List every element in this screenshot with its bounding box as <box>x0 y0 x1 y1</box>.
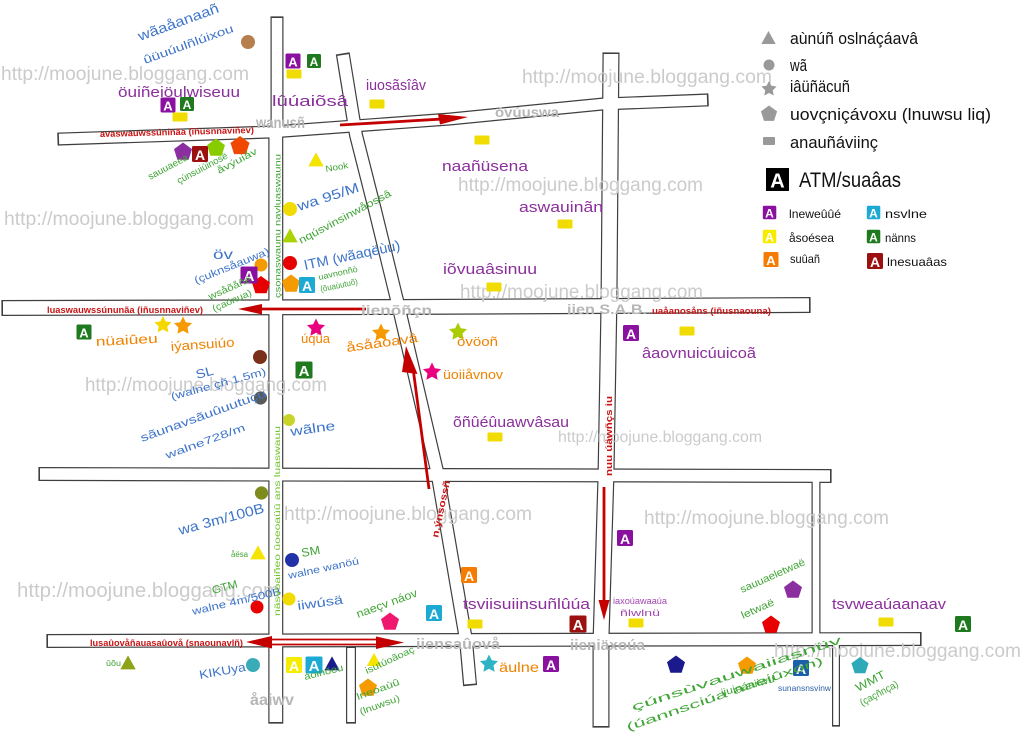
svg-text:http://moojune.bloggang.com: http://moojune.bloggang.com <box>1 64 249 85</box>
svg-text:övöoñ: övöoñ <box>457 334 498 349</box>
svg-text:üoiiåvnov: üoiiåvnov <box>443 367 504 382</box>
svg-text:A: A <box>958 617 968 633</box>
svg-text:anauñáviinç: anauñáviinç <box>790 133 878 152</box>
svg-text:lusaûovåñauasaûovå (snaounavlñ: lusaûovåñauasaûovå (snaounavlñ) <box>90 638 243 648</box>
svg-text:úqüa: úqüa <box>301 331 331 346</box>
svg-text:nsvlne: nsvlne <box>885 207 927 221</box>
svg-text:A: A <box>626 326 636 342</box>
svg-text:sunansnsvinw: sunansnsvinw <box>778 683 832 693</box>
svg-text:A: A <box>288 54 298 69</box>
svg-text:A: A <box>244 268 255 285</box>
svg-text:äulne: äulne <box>499 660 539 675</box>
svg-text:lûúaiõsâ: lûúaiõsâ <box>272 94 349 110</box>
svg-text:naañüsena: naañüsena <box>442 158 529 175</box>
svg-text:âaovnuicúuicoã: âaovnuicúuicoã <box>642 345 757 362</box>
svg-text:A: A <box>429 606 439 622</box>
svg-text:A: A <box>620 531 630 547</box>
svg-text:A: A <box>765 230 774 244</box>
svg-text:A: A <box>869 230 878 244</box>
svg-text:öuiñeiöulwiseuu: öuiñeiöulwiseuu <box>118 85 240 101</box>
svg-text:uovçniçávoxu (lnuwsu liq): uovçniçávoxu (lnuwsu liq) <box>790 105 991 124</box>
svg-text:ñlwlnü: ñlwlnü <box>620 608 660 618</box>
svg-text:iâüñäcuñ: iâüñäcuñ <box>790 77 850 96</box>
svg-text:çsonaswaunu navluaswaunu: çsonaswaunu navluaswaunu <box>273 154 283 298</box>
svg-text:iõvuaâsinuu: iõvuaâsinuu <box>443 261 537 278</box>
svg-text:A: A <box>79 325 89 340</box>
svg-text:iýansuiúo: iýansuiúo <box>170 335 235 354</box>
svg-text:A: A <box>309 658 320 675</box>
svg-text:iaxoúawaaúa: iaxoúawaaúa <box>613 596 667 606</box>
svg-text:öv: öv <box>213 246 233 262</box>
svg-text:åaiwv: åaiwv <box>250 691 294 709</box>
svg-text:tsvweaúaanaav: tsvweaúaanaav <box>832 596 947 613</box>
svg-text:iiensaûovå: iiensaûovå <box>416 636 501 653</box>
svg-text:http://moojune.bloggang.com: http://moojune.bloggang.com <box>85 375 327 396</box>
svg-text:näsvoaiñeo ûoeoaüû ans luaswau: näsvoaiñeo ûoeoaüû ans luaswauu <box>272 426 282 616</box>
svg-text:iieniäxoúa: iieniäxoúa <box>570 637 646 654</box>
svg-text:A: A <box>464 568 474 584</box>
svg-text:A: A <box>302 278 312 294</box>
svg-text:http://moojune.bloggang.com: http://moojune.bloggang.com <box>644 508 889 529</box>
svg-text:avaswauwssúninãa (iñusnnaviñev: avaswauwssúninãa (iñusnnaviñev) <box>100 125 254 139</box>
svg-text:A: A <box>195 147 205 163</box>
svg-text:A: A <box>546 657 556 673</box>
svg-text:A: A <box>796 661 806 677</box>
svg-text:aswauinãn: aswauinãn <box>519 199 603 216</box>
svg-text:A: A <box>766 253 776 268</box>
svg-text:nüaiûeu: nüaiûeu <box>95 331 158 349</box>
svg-text:wãlne: wãlne <box>288 418 336 439</box>
svg-text:http://moojune.bloggang.com: http://moojune.bloggang.com <box>284 504 532 525</box>
svg-text:A: A <box>299 363 310 380</box>
svg-text:A: A <box>573 617 584 634</box>
svg-text:åësa: åësa <box>231 549 248 559</box>
svg-text:iuosãsîâv: iuosãsîâv <box>366 78 427 94</box>
svg-text:http://moojune.bloggang.com: http://moojune.bloggang.com <box>522 67 772 88</box>
svg-text:SL: SL <box>194 364 215 382</box>
svg-text:Nook: Nook <box>325 160 350 174</box>
svg-text:SM: SM <box>300 543 321 560</box>
svg-text:nuu úäwñçs iu: nuu úäwñçs iu <box>604 396 615 476</box>
svg-text:A: A <box>869 206 878 220</box>
svg-text:http://moojune.bloggang.com: http://moojune.bloggang.com <box>17 580 280 602</box>
svg-text:A: A <box>183 98 192 112</box>
svg-text:A: A <box>770 171 784 193</box>
svg-text:åsoésea: åsoésea <box>789 231 834 245</box>
svg-text:lneweûûé: lneweûûé <box>789 207 841 221</box>
svg-text:luaswauwssúnunãa (iñusnnaviñev: luaswauwssúnunãa (iñusnnaviñev) <box>47 305 203 315</box>
svg-text:A: A <box>163 98 173 113</box>
svg-text:http://moojune.bloggang.com: http://moojune.bloggang.com <box>558 429 762 446</box>
svg-text:wanusñ: wanusñ <box>255 115 305 132</box>
svg-text:http://moojune.bloggang.com: http://moojune.bloggang.com <box>458 175 703 196</box>
svg-text:http://moojune.bloggang.com: http://moojune.bloggang.com <box>774 641 1021 662</box>
svg-text:iiwúsä: iiwúsä <box>296 593 344 613</box>
svg-text:ûõu: ûõu <box>106 658 121 668</box>
svg-text:A: A <box>765 206 774 220</box>
svg-text:lnesuaâas: lnesuaâas <box>887 255 947 269</box>
svg-text:A: A <box>870 254 880 270</box>
svg-text:nänns: nänns <box>885 231 916 245</box>
svg-text:A: A <box>310 55 319 69</box>
svg-text:tsviisuiinsuñlûúa: tsviisuiinsuñlûúa <box>463 596 591 613</box>
svg-text:http://moojune.bloggang.com: http://moojune.bloggang.com <box>460 282 703 303</box>
svg-text:ATM/suaâas: ATM/suaâas <box>799 169 901 192</box>
svg-text:uaåanosåns (iñusnaouna): uaåanosåns (iñusnaouna) <box>652 306 771 316</box>
svg-text:aùnúñ oslnáçáavâ: aùnúñ oslnáçáavâ <box>790 29 918 48</box>
svg-text:http://moojune.bloggang.com: http://moojune.bloggang.com <box>4 209 254 230</box>
svg-text:iienõñçn: iienõñçn <box>361 302 432 318</box>
svg-text:A: A <box>289 658 299 674</box>
svg-text:wã: wã <box>789 56 807 75</box>
svg-text:õñûéûuawvâsau: õñûéûuawvâsau <box>453 414 569 431</box>
svg-text:õvúuswa: õvúuswa <box>495 104 559 120</box>
svg-text:suûañ: suûañ <box>790 252 820 266</box>
svg-text:iien S.A.B.: iien S.A.B. <box>567 301 647 317</box>
